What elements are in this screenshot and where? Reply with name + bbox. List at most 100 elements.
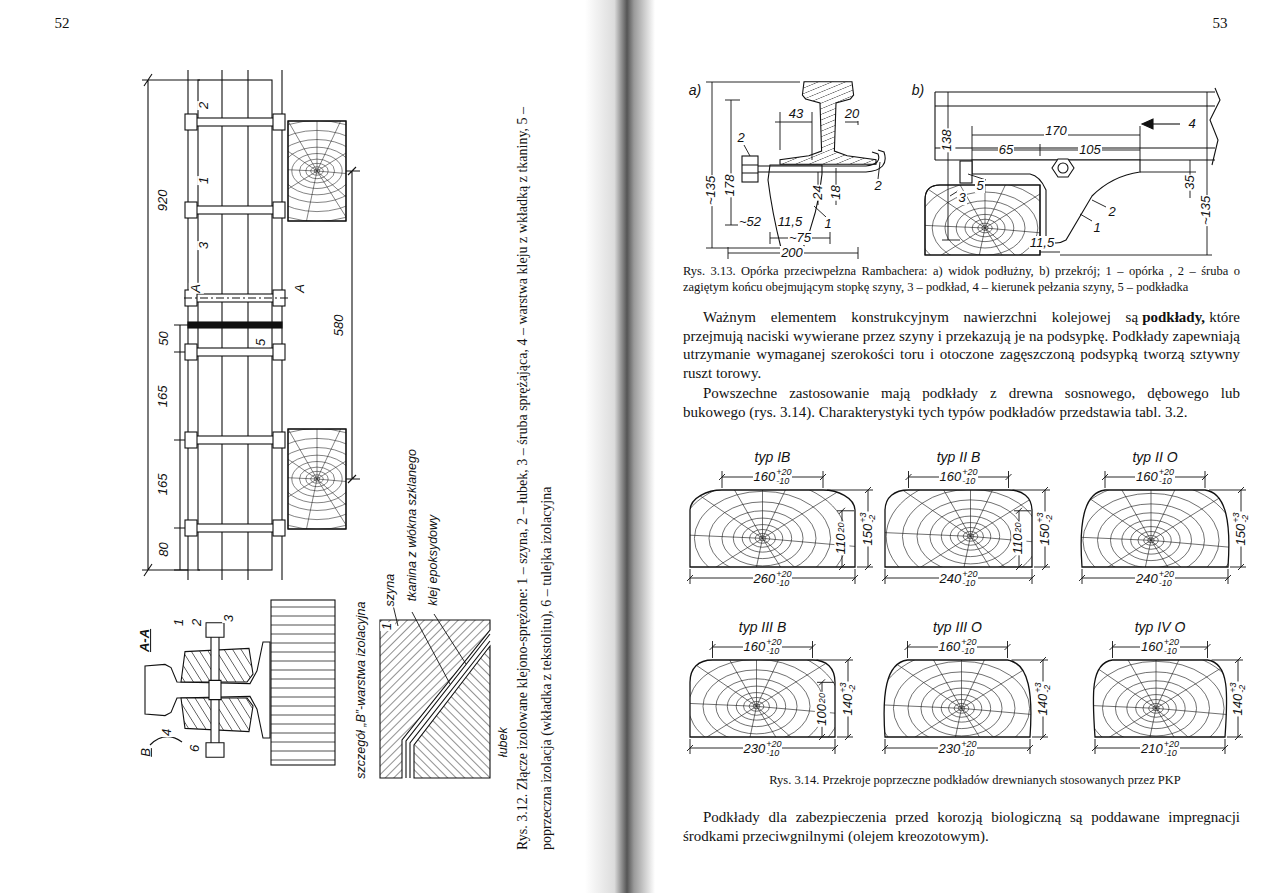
dimension-box: 150+3-2: [1232, 511, 1250, 546]
figure-caption-box: Rys. 3.13. Opórka przeciwpełzna Rambache…: [683, 263, 1240, 295]
rail-anchor-side-view-part: [1142, 119, 1153, 129]
dimension-box: 230+20-10: [743, 740, 783, 758]
callout-number-box: 3: [223, 613, 238, 622]
figure-caption: Rys. 3.13. Opórka przeciwpełzna Rambache…: [683, 264, 1240, 294]
sleeper-section: [1058, 463, 1246, 617]
sleeper-type-label: typ III B: [739, 619, 786, 635]
dimension-box: 200: [780, 246, 804, 261]
dimension: 138: [940, 129, 955, 151]
rail-section-part: [206, 623, 224, 637]
sleeper-type-label: typ IV O: [1135, 619, 1186, 635]
dimension: 230: [939, 742, 961, 757]
sleeper-type-label: typ IB: [755, 449, 791, 465]
bolt-part: [185, 432, 197, 448]
rail-anchor-cross-section-part: [742, 165, 758, 173]
callout-number-box: 6: [189, 743, 204, 752]
dimension: 20: [1015, 523, 1024, 533]
dimension-box: 160+20-10: [753, 468, 793, 486]
sleeper-section-part: [885, 490, 1032, 567]
tolerance-stack: +20-10: [776, 570, 791, 588]
sleeper-type-label-box: typ III O: [933, 619, 982, 635]
dimension: 210: [1141, 742, 1163, 757]
dimension-box: 165: [157, 472, 172, 496]
figure-caption-box: Rys. 3.12. Złącze izolowane klejono-sprę…: [511, 60, 559, 850]
callout-number-box: 2: [191, 617, 206, 626]
body-text: Podkłady dla zabezpieczenia przed korozj…: [683, 809, 1240, 844]
body-text-box: Ważnym elementem konstrukcyjnym nawierzc…: [683, 308, 1240, 383]
rail-anchor-cross-section: [706, 82, 885, 259]
callout-number-box: 2: [1107, 205, 1116, 220]
dimension-box: 11020: [835, 522, 850, 556]
dimension: 105: [1079, 142, 1101, 157]
sleeper-section-part-part: [288, 121, 346, 221]
page-number: 53: [1213, 15, 1228, 31]
rail-anchor-cross-section-part: [758, 150, 885, 172]
sleeper-side-part: [150, 737, 182, 745]
dimension: 11,5: [1030, 235, 1054, 250]
callout-number-box: 3: [198, 240, 213, 249]
dimension-box: 210+20-10: [1140, 740, 1180, 758]
callout-number: 4: [160, 728, 175, 735]
callout-number: 3: [958, 190, 965, 205]
sleeper-section-part: [288, 121, 346, 221]
dimension: 178: [723, 174, 738, 196]
sleeper-section-part: [663, 629, 849, 783]
dimension: -10: [1159, 477, 1174, 486]
tolerance-stack: +3-2: [1229, 682, 1247, 692]
dimension: 160: [744, 640, 766, 655]
dimension-box: 105: [1078, 143, 1102, 158]
dimension: 230: [744, 742, 766, 757]
rail-anchor-cross-section-part: [742, 156, 758, 182]
sleeper-section-part-part: [868, 631, 1054, 785]
section-title: A-A: [138, 628, 153, 651]
part-name: łubek: [496, 727, 510, 757]
dimension: +20: [961, 740, 976, 749]
sleeper-section-part-part: [877, 459, 1063, 613]
sleeper-section-part-part: [1063, 631, 1249, 785]
body-text-box: Powszechne zastosowanie mają podkłady z …: [683, 384, 1240, 421]
callout-number-box: 5: [975, 179, 984, 194]
dimension: -10: [961, 749, 976, 758]
sleeper-section-part: [877, 459, 1063, 613]
callout-number-box: 4: [161, 727, 176, 736]
dimension: -10: [1159, 579, 1174, 588]
dimension-box: 138: [941, 128, 956, 152]
rail-anchor-side-view-part: [1210, 88, 1220, 165]
callout-number-box: 1: [173, 617, 188, 626]
dimension-box: 65: [998, 143, 1014, 158]
dimension: +20: [1164, 740, 1179, 749]
joint-plan-view-part: [184, 297, 290, 298]
bolt-part: [192, 118, 278, 126]
tolerance-stack: +20-10: [961, 638, 976, 656]
dimension-box: 170: [1044, 124, 1068, 139]
sleeper-section-part: [868, 631, 1054, 785]
dimension: 20: [838, 523, 847, 533]
callout-number: 1: [380, 622, 395, 629]
bolt-part: [192, 206, 278, 214]
part-name: klej epoksydowy: [427, 514, 441, 605]
dimension: 20: [818, 693, 827, 703]
detail-b-part: [414, 646, 490, 778]
dimension: 170: [1045, 123, 1067, 138]
section-mark: A: [188, 284, 203, 293]
tolerance-stack: +20-10: [962, 468, 977, 486]
rail-anchor-cross-section-part: [780, 82, 876, 165]
section-title-box: A-A: [139, 627, 154, 652]
figure-part-label: a): [689, 82, 701, 98]
section-mark-box: A: [293, 283, 308, 294]
detail-mark: B: [138, 748, 153, 757]
sleeper-type-label-box: typ IV O: [1135, 619, 1186, 635]
callout-number: 6: [188, 744, 203, 751]
dimension-box: 160+20-10: [1140, 638, 1180, 656]
dimension: 260: [754, 572, 776, 587]
detail-b-part: [406, 634, 490, 778]
sleeper-type-label-box: typ II O: [1132, 449, 1177, 465]
part-name-box: szyna: [383, 573, 397, 608]
sleeper-type-label-box: typ III B: [739, 619, 786, 635]
rail-section-part: [209, 680, 221, 699]
part-name: szyna: [383, 574, 397, 607]
callout-number: 2: [197, 101, 212, 108]
